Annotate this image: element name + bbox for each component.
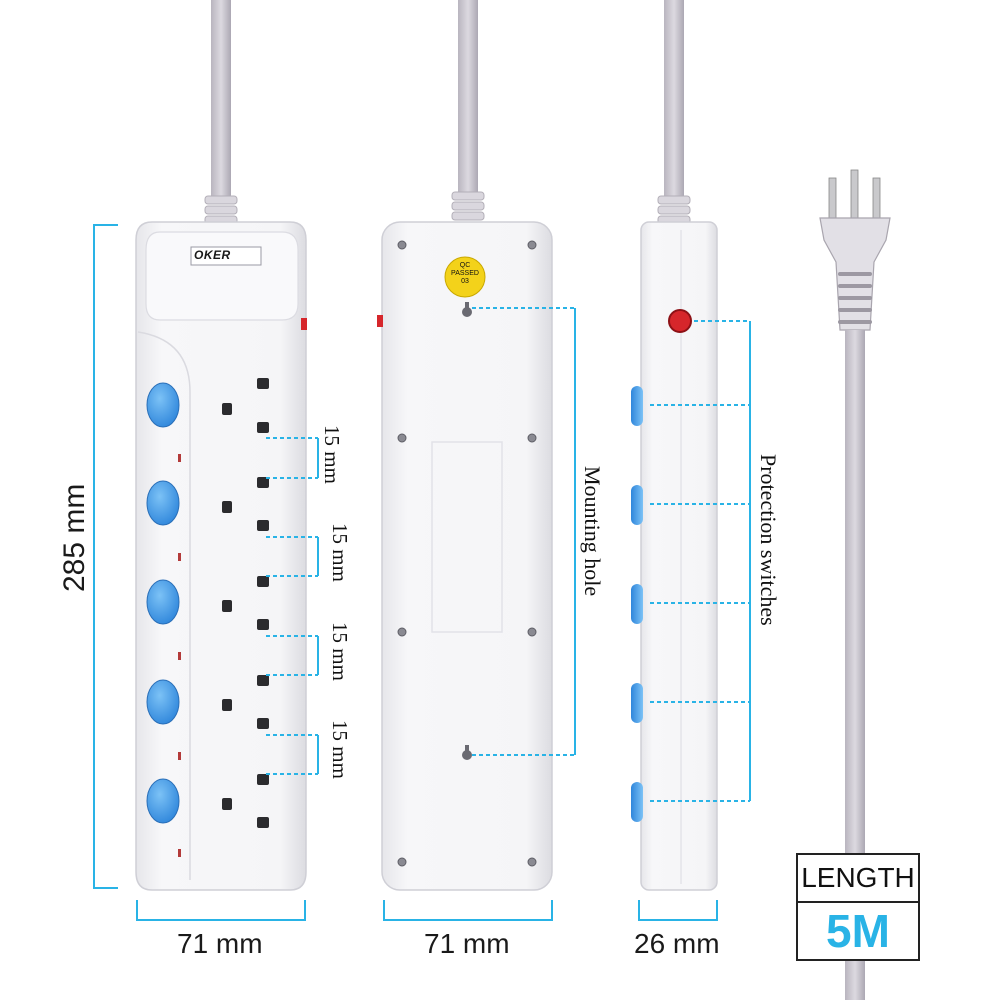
side-depth-label: 26 mm (634, 928, 720, 959)
length-badge-value: 5M (826, 905, 890, 957)
side-view (631, 221, 718, 891)
spacing-label-4: 15 mm (328, 720, 352, 779)
power-cords (204, 0, 691, 225)
spacing-label-3: 15 mm (328, 622, 352, 681)
brand-logo: OKER (194, 248, 231, 262)
mounting-hole-label: Mounting hole (580, 466, 605, 597)
back-width-label: 71 mm (424, 928, 510, 959)
back-view (377, 221, 553, 891)
height-dimension-label: 285 mm (58, 483, 91, 592)
side-switch-buttons (631, 386, 643, 822)
front-width-label: 71 mm (177, 928, 263, 959)
dimension-lines (93, 224, 751, 921)
spacing-label-2: 15 mm (328, 523, 352, 582)
protection-switches-label: Protection switches (756, 454, 781, 626)
front-outlets (222, 378, 269, 828)
length-badge: LENGTH 5M (796, 853, 920, 961)
qc-sticker-label: QC PASSED 03 (451, 262, 479, 285)
front-view (135, 221, 307, 891)
length-badge-label: LENGTH (798, 855, 918, 903)
front-switch-buttons (146, 382, 180, 824)
spacing-label-1: 15 mm (320, 425, 344, 484)
plug (819, 169, 891, 1000)
